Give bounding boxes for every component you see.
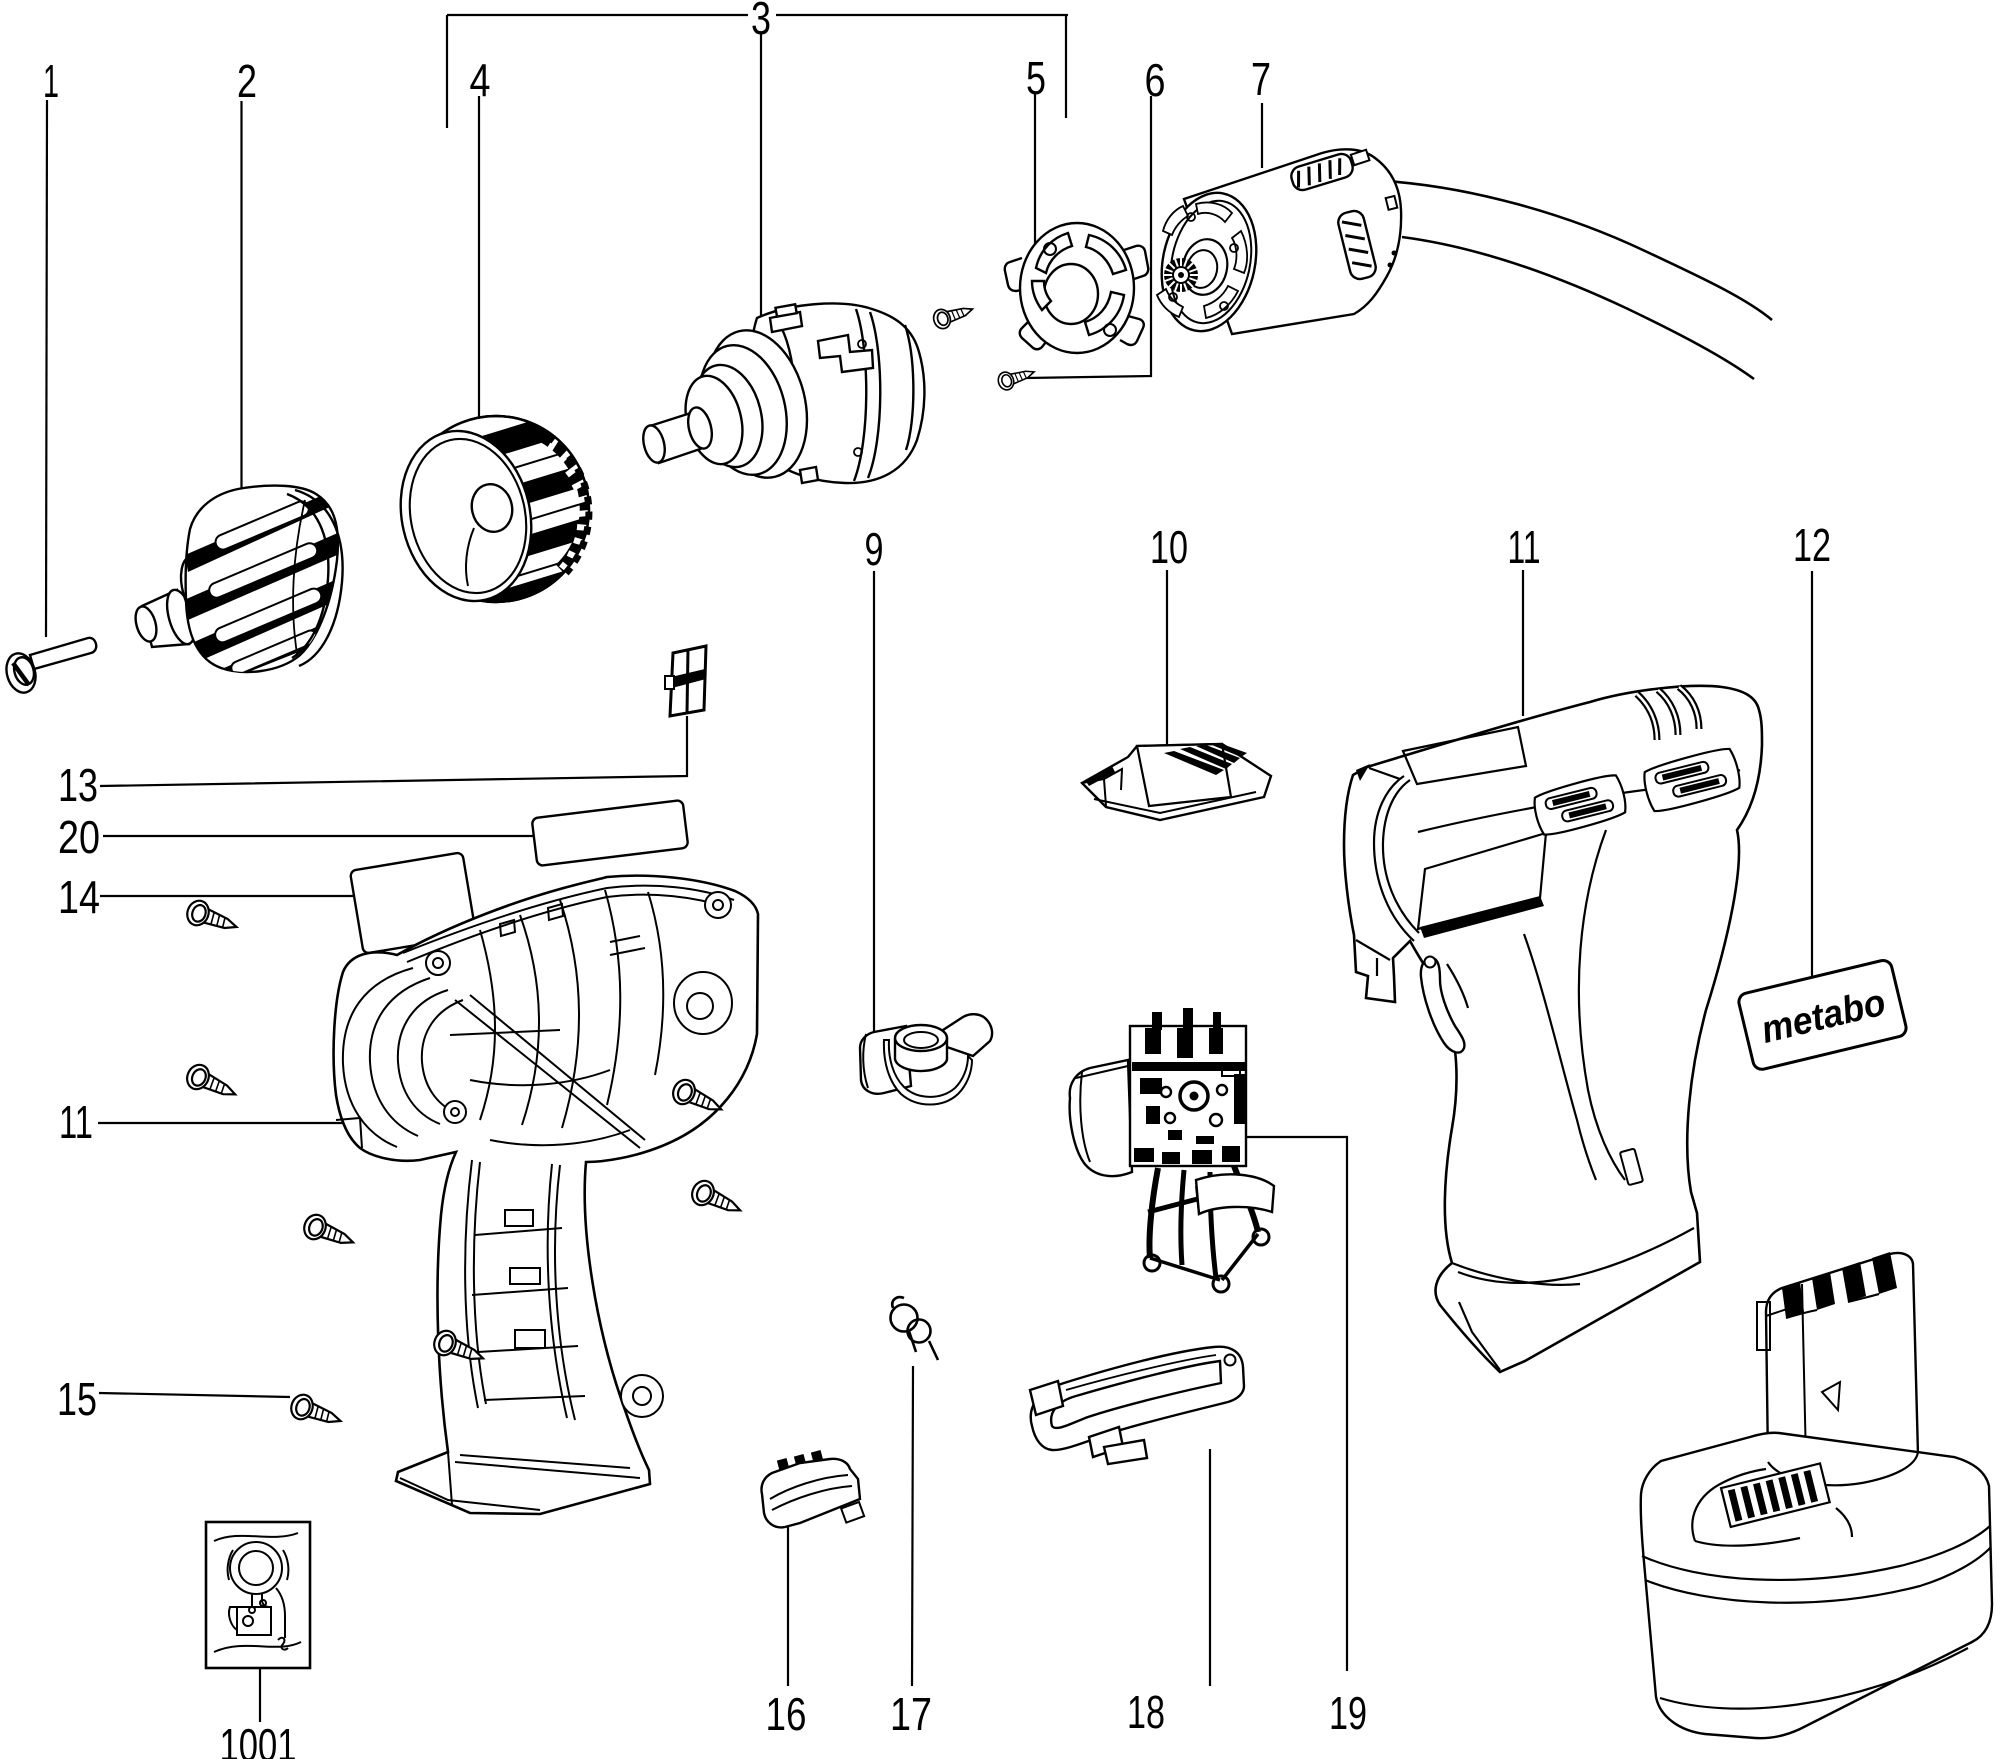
svg-text:5: 5: [1026, 52, 1046, 104]
svg-text:12: 12: [1793, 519, 1831, 571]
svg-text:4: 4: [470, 54, 491, 106]
svg-text:6: 6: [1145, 54, 1166, 106]
svg-text:1001: 1001: [220, 1719, 297, 1759]
svg-text:2: 2: [237, 55, 257, 107]
svg-text:13: 13: [58, 759, 98, 811]
svg-text:1: 1: [43, 55, 59, 107]
svg-text:15: 15: [57, 1373, 97, 1425]
svg-text:20: 20: [58, 811, 100, 863]
svg-text:18: 18: [1127, 1686, 1165, 1738]
svg-text:17: 17: [890, 1688, 932, 1740]
svg-text:11: 11: [59, 1096, 93, 1148]
svg-text:9: 9: [865, 523, 884, 575]
svg-text:16: 16: [766, 1688, 807, 1740]
svg-text:7: 7: [1251, 53, 1271, 105]
svg-text:10: 10: [1150, 521, 1188, 573]
svg-text:19: 19: [1329, 1687, 1367, 1739]
svg-text:3: 3: [751, 0, 771, 44]
svg-text:11: 11: [1508, 521, 1541, 573]
svg-text:14: 14: [58, 871, 100, 923]
